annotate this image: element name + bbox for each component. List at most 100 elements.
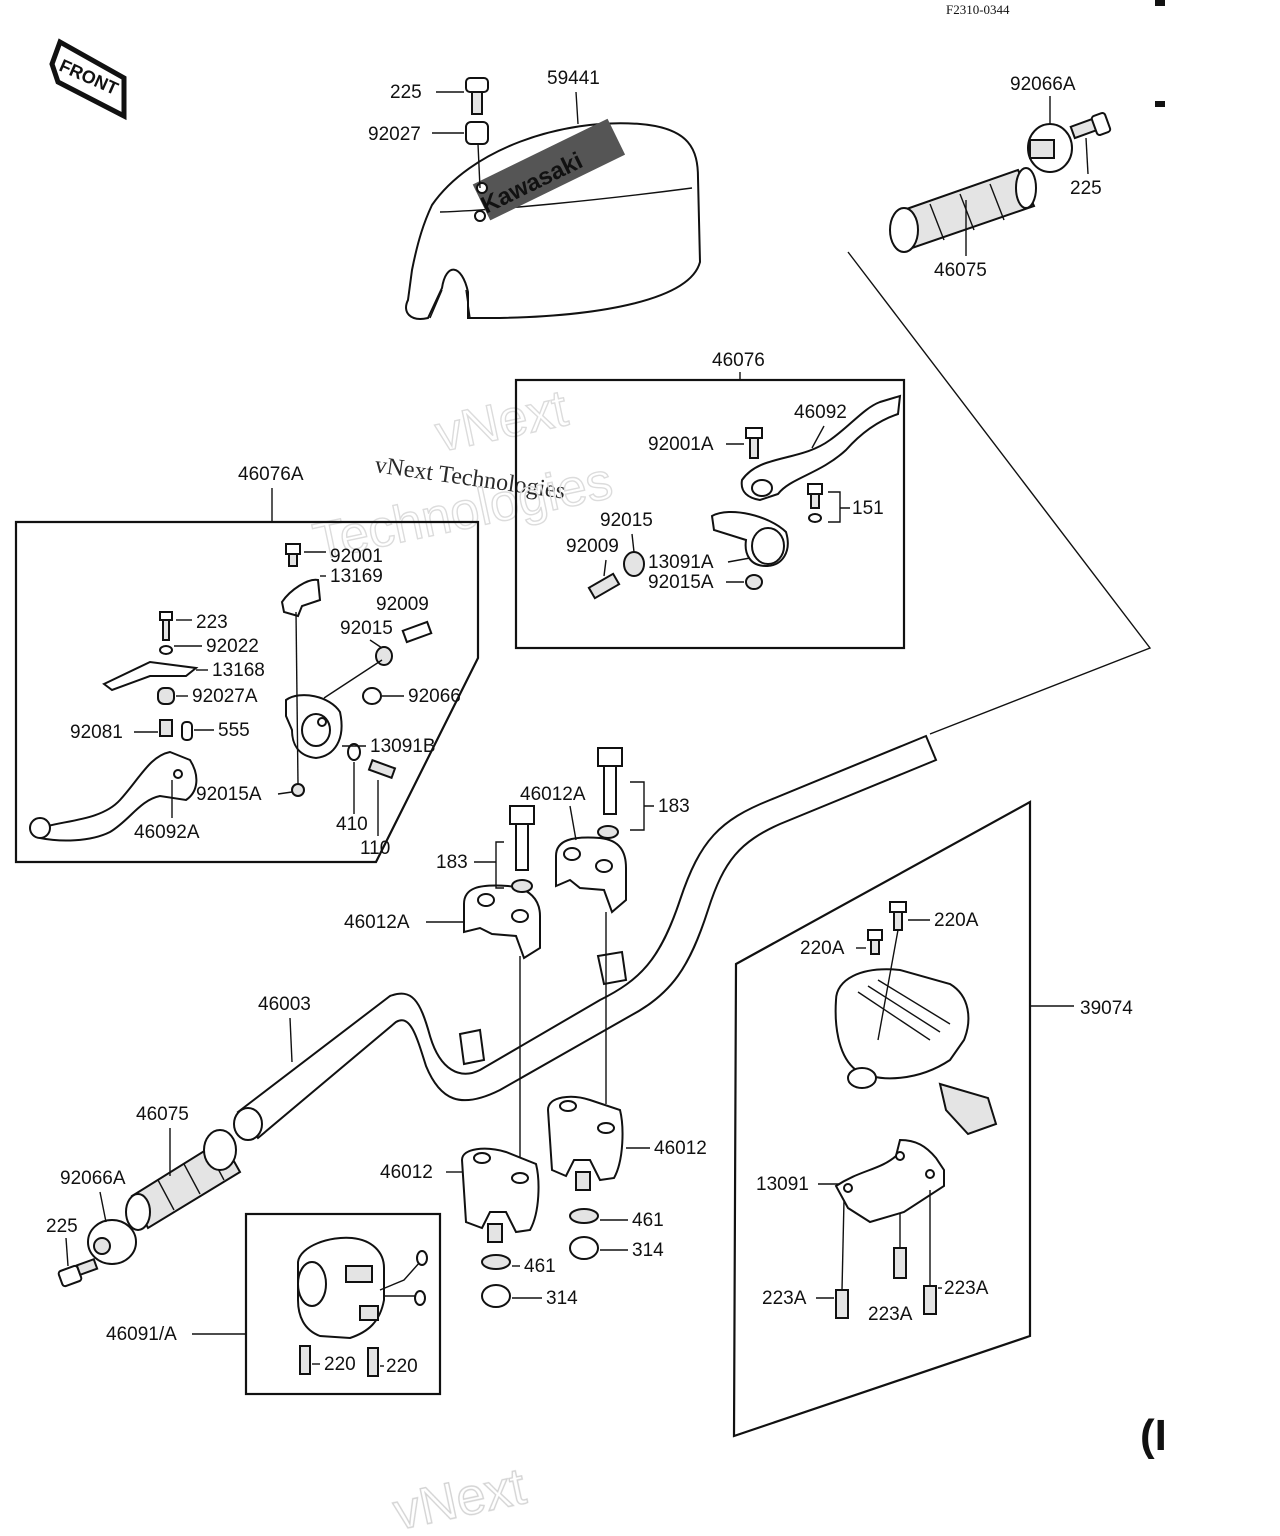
callout-label: 223A bbox=[944, 1278, 989, 1299]
handlebar bbox=[233, 734, 938, 1141]
upper-clamp-right bbox=[555, 836, 627, 914]
callout-label: 46012A bbox=[520, 784, 586, 805]
bolt-225 bbox=[1069, 112, 1112, 140]
callout-label: 46012A bbox=[344, 912, 410, 933]
callout-label: 183 bbox=[658, 796, 690, 817]
cable-bracket-13168 bbox=[102, 660, 199, 692]
bolt-110 bbox=[367, 758, 397, 780]
bolt-92009 bbox=[587, 572, 621, 600]
callout-label: 220A bbox=[934, 910, 979, 931]
callout-label: 92027 bbox=[368, 124, 421, 145]
callout-label: 151 bbox=[852, 498, 884, 519]
front-indicator: FRONT bbox=[49, 38, 127, 121]
callout-label: 13091B bbox=[370, 736, 436, 757]
upper-clamp-left bbox=[463, 884, 541, 960]
lower-clamp-right bbox=[546, 1095, 624, 1191]
callout-label: 92009 bbox=[566, 536, 619, 557]
callout-label: 314 bbox=[632, 1240, 664, 1261]
nut-92015A bbox=[745, 574, 763, 590]
brake-lever bbox=[740, 394, 902, 502]
callout-label: 13169 bbox=[330, 566, 383, 587]
left-grip-end-weight bbox=[87, 1219, 137, 1265]
screw-223 bbox=[159, 611, 173, 641]
bolt-225-left bbox=[57, 1257, 99, 1288]
left-lever-assembly-box bbox=[14, 520, 480, 864]
callout-label: 39074 bbox=[1080, 998, 1133, 1019]
callout-label: 92015A bbox=[196, 784, 262, 805]
page-fragment: (I bbox=[1140, 1411, 1167, 1460]
washer-92022 bbox=[159, 645, 173, 655]
washer-461-left bbox=[481, 1254, 511, 1270]
callout-label: 220A bbox=[800, 938, 845, 959]
right-grip bbox=[889, 167, 1037, 253]
screw-223A-set bbox=[835, 1247, 937, 1319]
screw-220A bbox=[867, 901, 907, 955]
callout-label: 92001A bbox=[648, 434, 714, 455]
callout-label: 46003 bbox=[258, 994, 311, 1015]
throttle-assembly-box bbox=[732, 800, 1032, 1438]
left-switch-assembly-box bbox=[244, 1212, 442, 1396]
callout-label: 92066 bbox=[408, 686, 461, 707]
callout-label: 13091A bbox=[648, 552, 714, 573]
nut-92015A-left bbox=[291, 783, 305, 797]
callout-label: 46012 bbox=[654, 1138, 707, 1159]
lower-clamp-left bbox=[460, 1147, 540, 1243]
callout-label: 92015A bbox=[648, 572, 714, 593]
callout-label: 225 bbox=[1070, 178, 1102, 199]
callout-label: 92081 bbox=[70, 722, 123, 743]
lever-holder-13091B bbox=[285, 694, 343, 760]
screw-151 bbox=[807, 483, 823, 523]
bolt-92009-left bbox=[401, 620, 433, 644]
callout-label: 225 bbox=[390, 82, 422, 103]
callout-label: 46092 bbox=[794, 402, 847, 423]
callout-label: 13091 bbox=[756, 1174, 809, 1195]
callout-label: 461 bbox=[632, 1210, 664, 1231]
callout-label: 92015 bbox=[340, 618, 393, 639]
callout-label: 461 bbox=[524, 1256, 556, 1277]
callout-label: 46012 bbox=[380, 1162, 433, 1183]
right-lever-assembly-box bbox=[514, 378, 906, 650]
screw-220-pair bbox=[299, 1345, 379, 1377]
throttle-housing bbox=[834, 968, 998, 1136]
washer-461-right bbox=[569, 1208, 599, 1224]
left-grip bbox=[125, 1129, 242, 1231]
page-mark bbox=[1155, 101, 1165, 107]
screw-225 bbox=[465, 77, 489, 115]
callout-label: 314 bbox=[546, 1288, 578, 1309]
watermark-outline: vNext bbox=[388, 1457, 531, 1536]
page-mark bbox=[1155, 0, 1165, 6]
callout-label: 59441 bbox=[547, 68, 600, 89]
clamp-bolt-183 bbox=[509, 747, 623, 893]
callout-label: 46075 bbox=[934, 260, 987, 281]
collar-92027 bbox=[465, 121, 489, 145]
clutch-lever bbox=[29, 750, 198, 842]
callout-label: 46076 bbox=[712, 350, 765, 371]
callout-label: 92066A bbox=[1010, 74, 1076, 95]
pin-555 bbox=[181, 721, 193, 741]
callout-label: 92022 bbox=[206, 636, 259, 657]
screw-92001 bbox=[285, 543, 301, 567]
callout-label: 92001 bbox=[330, 546, 383, 567]
callout-label: 92009 bbox=[376, 594, 429, 615]
handlebar-cover: Kawasaki bbox=[405, 118, 702, 320]
nut-314-left bbox=[481, 1284, 511, 1308]
washer-410 bbox=[347, 743, 361, 761]
callout-label: 110 bbox=[360, 838, 390, 859]
callout-label: 225 bbox=[46, 1216, 78, 1237]
callout-label: 92027A bbox=[192, 686, 258, 707]
callout-label: 223A bbox=[868, 1304, 913, 1325]
collar-92027A bbox=[157, 687, 175, 705]
callout-label: 92066A bbox=[60, 1168, 126, 1189]
callout-label: 220 bbox=[324, 1354, 356, 1375]
callout-label: 46075 bbox=[136, 1104, 189, 1125]
nut-314-right bbox=[569, 1236, 599, 1260]
callout-label: 223A bbox=[762, 1288, 807, 1309]
callout-label: 223 bbox=[196, 612, 228, 633]
grip-end-weight bbox=[1027, 123, 1073, 173]
callout-label: 555 bbox=[218, 720, 250, 741]
callout-label: 92015 bbox=[600, 510, 653, 531]
callout-label: 183 bbox=[436, 852, 468, 873]
left-switch-housing bbox=[297, 1236, 428, 1340]
callout-label: 46092A bbox=[134, 822, 200, 843]
